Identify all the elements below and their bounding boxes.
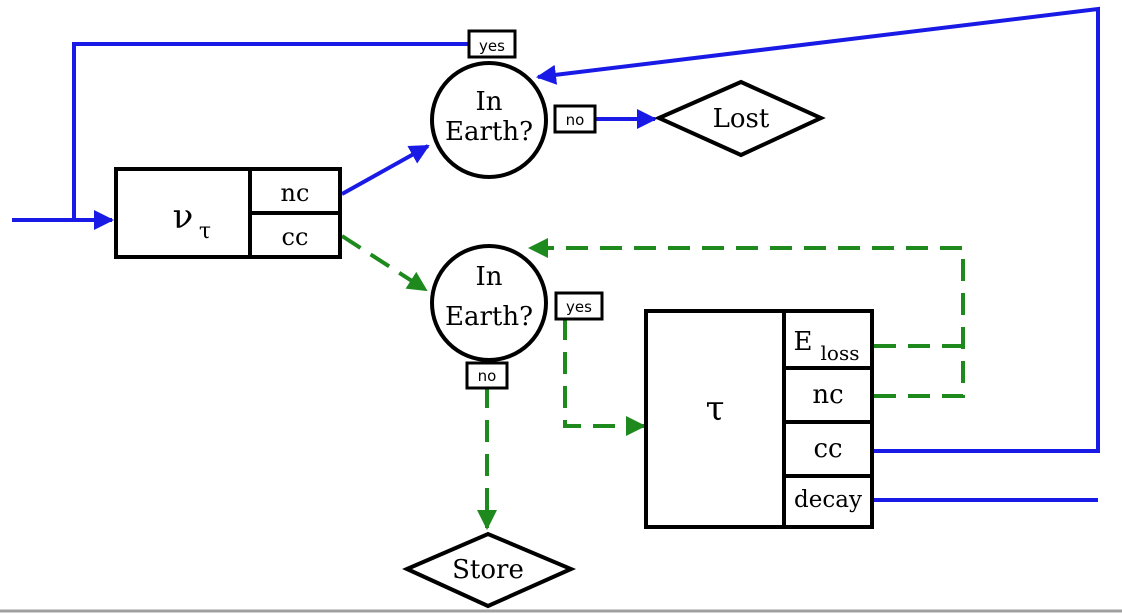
tau-port-cc: cc bbox=[813, 434, 842, 464]
nu-subscript: τ bbox=[199, 219, 211, 244]
tau-symbol: τ bbox=[706, 389, 725, 429]
lower-decision-node: In Earth? yes no bbox=[430, 244, 604, 390]
upper-decision-node: In Earth? yes no bbox=[430, 29, 597, 179]
yes-to-tau-edge bbox=[563, 318, 646, 436]
cc-return-edge bbox=[536, 6, 1100, 453]
upper-decision-line2: Earth? bbox=[445, 117, 533, 147]
upper-yes-tag: yes bbox=[479, 37, 505, 55]
store-node: Store bbox=[402, 531, 577, 609]
lower-no-tag: no bbox=[478, 367, 497, 385]
tau-port-decay: decay bbox=[794, 487, 862, 513]
tau-box: τ E loss nc cc decay bbox=[644, 309, 874, 529]
lost-label: Lost bbox=[713, 104, 770, 134]
nu-tau-box: ν τ nc cc bbox=[114, 167, 342, 259]
cc-to-lower-decision-edge bbox=[340, 234, 428, 292]
tau-port-eloss: E bbox=[794, 327, 813, 357]
nu-port-nc: nc bbox=[281, 179, 310, 207]
store-label: Store bbox=[452, 555, 524, 585]
lower-yes-tag: yes bbox=[566, 298, 592, 316]
yes-loop-edge-upper bbox=[72, 42, 470, 220]
tau-port-eloss-subscript: loss bbox=[821, 341, 860, 365]
nc-to-upper-decision-edge bbox=[341, 144, 430, 196]
green-edges bbox=[340, 234, 965, 530]
nu-port-cc: cc bbox=[282, 223, 309, 251]
tau-port-nc: nc bbox=[812, 380, 843, 410]
lower-decision-line2: Earth? bbox=[445, 302, 533, 332]
nu-symbol: ν bbox=[173, 197, 194, 237]
lost-node: Lost bbox=[654, 79, 826, 158]
blue-edges bbox=[12, 6, 1100, 502]
tau-feedback-edge bbox=[530, 248, 965, 398]
upper-no-tag: no bbox=[566, 111, 585, 129]
lower-decision-line1: In bbox=[475, 262, 502, 292]
upper-decision-line1: In bbox=[475, 87, 502, 117]
